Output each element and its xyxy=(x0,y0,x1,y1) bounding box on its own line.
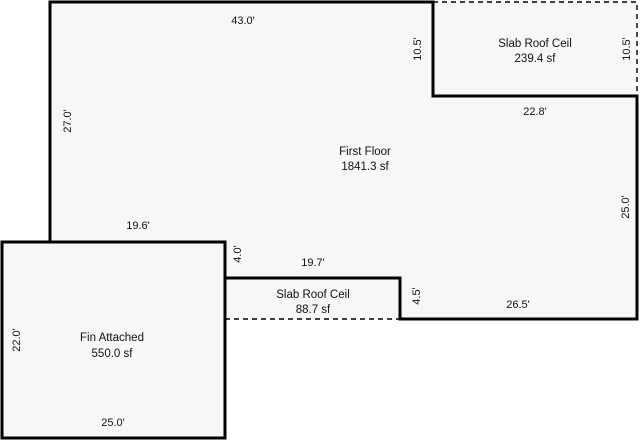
slab-roof-ceil-mid-name: Slab Roof Ceil xyxy=(276,289,350,301)
slab-roof-ceil-top-name: Slab Roof Ceil xyxy=(498,38,572,50)
dimension-right-slab-height: 10.5' xyxy=(621,37,633,61)
dimension-mid-width: 19.6' xyxy=(126,220,150,232)
dimension-slab-width: 19.7' xyxy=(301,257,325,269)
dimension-slab-depth: 4.5' xyxy=(411,287,423,304)
dimension-small-notch-height: 4.0' xyxy=(232,245,244,262)
dimension-bottom-width: 26.5' xyxy=(506,299,530,311)
slab-roof-ceil-top-area: 239.4 sf xyxy=(515,53,557,65)
slab-roof-ceil-top-solid-edge xyxy=(431,2,637,98)
dimension-notch-height: 10.5' xyxy=(412,37,424,61)
first-floor-name: First Floor xyxy=(339,146,391,158)
slab-roof-ceil-mid-solid-edge xyxy=(225,276,402,319)
fin-attached-room xyxy=(0,240,227,440)
dimension-notch-width: 22.8' xyxy=(523,106,547,118)
dimension-garage-width: 25.0' xyxy=(101,417,125,429)
dimension-right-height: 25.0' xyxy=(620,195,632,219)
slab-roof-ceil-top-fill xyxy=(433,2,637,96)
slab-roof-ceil-top-dashed-edge xyxy=(433,1,638,96)
slab-roof-ceil-mid-area: 88.7 sf xyxy=(296,304,331,316)
fin-attached-area: 550.0 sf xyxy=(92,348,134,360)
first-floor-area: 1841.3 sf xyxy=(341,161,389,173)
dimension-top-width: 43.0' xyxy=(231,15,255,27)
slab-roof-ceil-mid-fill xyxy=(225,278,400,319)
dimension-garage-height: 22.0' xyxy=(11,328,23,352)
dimension-left-height: 27.0' xyxy=(62,109,74,133)
fin-attached-name: Fin Attached xyxy=(80,332,144,344)
